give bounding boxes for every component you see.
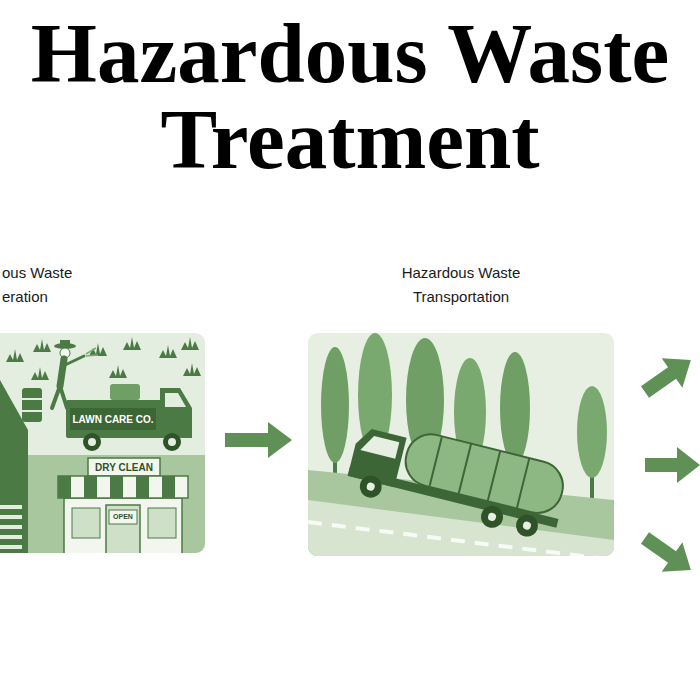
tanker-truck [366, 482, 376, 492]
panel-heading: ous Waste eration [2, 261, 82, 309]
grass-tuft [89, 343, 107, 356]
grass-tuft [109, 365, 127, 378]
dry-clean-store [136, 476, 149, 498]
tanker-truck [357, 473, 384, 500]
worker-figure [60, 386, 67, 408]
block-arrow [645, 447, 700, 483]
block-arrow [635, 345, 700, 407]
transport-scene [308, 333, 614, 556]
tanker-truck [517, 458, 530, 508]
lawn-truck [110, 384, 140, 400]
dry-clean-store [123, 476, 136, 498]
lawn-truck [83, 433, 101, 451]
generation-scene [0, 333, 205, 553]
road [308, 500, 614, 556]
dry-clean-store [175, 476, 188, 498]
worker-figure [52, 386, 60, 408]
grass-tuft [181, 337, 199, 350]
process-panel: Hazardous Waste Transportation [292, 261, 614, 556]
dry-clean-store [109, 510, 137, 524]
lawn-truck [88, 438, 96, 446]
dry-clean-store [84, 476, 97, 498]
tanker-truck [479, 504, 506, 531]
grass-tuft [159, 345, 177, 358]
worker-figure [86, 355, 98, 356]
waste-barrel [22, 410, 42, 412]
tree [577, 386, 607, 478]
grass-tuft [6, 349, 24, 362]
sign-text: DRY CLEAN [95, 462, 153, 473]
worker-figure [63, 356, 84, 366]
dry-clean-store [97, 476, 110, 498]
grass-tuft [123, 337, 141, 350]
waste-barrel [22, 388, 42, 422]
dry-clean-store [149, 476, 162, 498]
dry-clean-store [58, 458, 188, 553]
lawn-truck [163, 433, 181, 451]
dry-clean-store [110, 476, 123, 498]
tanker-truck [487, 512, 497, 522]
dry-clean-store [71, 476, 84, 498]
dry-clean-store [58, 476, 71, 498]
worker-figure [60, 340, 70, 346]
grass-tuft [6, 337, 201, 380]
block-arrow [225, 422, 292, 458]
house-building [0, 505, 22, 509]
tanker-truck [488, 451, 501, 501]
lawn-truck [70, 408, 156, 430]
grass-tuft [183, 363, 201, 376]
lawn-truck [66, 400, 162, 438]
lawn-truck [66, 384, 192, 451]
waste-barrel [22, 388, 42, 422]
house-building [0, 515, 22, 519]
block-arrow [635, 523, 700, 585]
tree [500, 352, 530, 464]
process-panel: ous Waste eration [0, 261, 225, 553]
lawn-truck [168, 438, 176, 446]
dry-clean-store [162, 476, 175, 498]
tree [321, 347, 349, 463]
tanker-truck [360, 433, 399, 458]
dry-clean-store [58, 476, 188, 498]
tanker-truck [400, 429, 568, 518]
tanker-truck [430, 437, 442, 486]
dry-clean-store [72, 508, 100, 538]
tanker-truck [344, 417, 571, 544]
sign-text: LAWN CARE CO. [72, 414, 153, 425]
lawn-truck [165, 393, 186, 407]
dry-clean-store [88, 458, 160, 476]
block-arrow [635, 345, 700, 585]
dry-clean-store [64, 498, 182, 553]
grass-tuft [33, 339, 51, 352]
tanker-truck [522, 521, 532, 531]
worker-figure [60, 359, 64, 386]
tanker-truck [459, 444, 472, 494]
grass-tuft [31, 367, 49, 380]
house-building [0, 545, 22, 549]
panel-heading: Hazardous Waste Transportation [381, 261, 541, 309]
dry-clean-store [148, 508, 176, 538]
sign-text: OPEN [113, 513, 133, 521]
house-building [0, 525, 22, 529]
diagram-title: Hazardous Waste Treatment [5, 10, 695, 182]
lawn-truck [160, 388, 192, 438]
worker-figure [52, 340, 98, 408]
tanker-truck [514, 512, 541, 539]
waste-barrel [22, 398, 42, 400]
house-building [0, 535, 22, 539]
road-marking [308, 522, 614, 556]
scene-sky [308, 333, 614, 556]
dry-clean-store [106, 505, 140, 553]
worker-figure [86, 348, 96, 354]
